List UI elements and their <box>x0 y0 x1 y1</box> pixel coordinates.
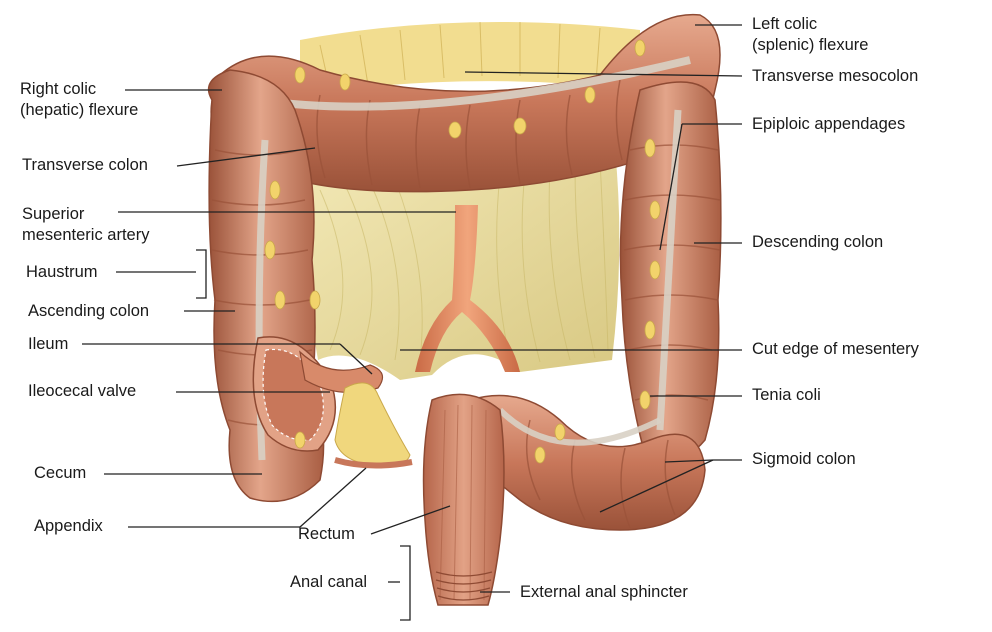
label-transverse-mesocolon: Transverse mesocolon <box>752 67 919 85</box>
epiploic-appendages <box>264 39 661 464</box>
label-left-colic-flexure: Left colic(splenic) flexure <box>752 15 869 54</box>
label-epiploic-appendages: Epiploic appendages <box>752 115 906 133</box>
label-appendix: Appendix <box>34 517 103 535</box>
external-anal-sphincter <box>435 571 493 601</box>
label-right-colic-flexure: Right colic(hepatic) flexure <box>20 80 139 119</box>
label-rectum: Rectum <box>298 525 355 543</box>
cecum-cutaway <box>252 336 384 452</box>
label-ascending-colon: Ascending colon <box>28 302 150 320</box>
label-sigmoid-colon: Sigmoid colon <box>752 450 856 468</box>
label-cut-edge-of-mesentery: Cut edge of mesentery <box>752 340 919 358</box>
label-haustrum: Haustrum <box>26 263 98 281</box>
rectum <box>422 393 505 606</box>
label-external-anal-sphincter: External anal sphincter <box>520 583 688 601</box>
leader-lines <box>82 24 743 621</box>
ileum <box>299 350 384 394</box>
mesentery <box>300 21 640 380</box>
descending-colon <box>619 81 722 461</box>
label-cecum: Cecum <box>34 464 87 482</box>
superior-mesenteric-artery <box>415 205 520 372</box>
label-ileocecal-valve: Ileocecal valve <box>28 382 137 400</box>
label-transverse-colon: Transverse colon <box>22 156 148 174</box>
label-tenia-coli: Tenia coli <box>752 386 821 404</box>
appendix <box>334 382 413 469</box>
label-ileum: Ileum <box>28 335 69 353</box>
label-descending-colon: Descending colon <box>752 233 884 251</box>
sigmoid-colon <box>469 394 706 531</box>
label-anal-canal: Anal canal <box>290 573 368 591</box>
